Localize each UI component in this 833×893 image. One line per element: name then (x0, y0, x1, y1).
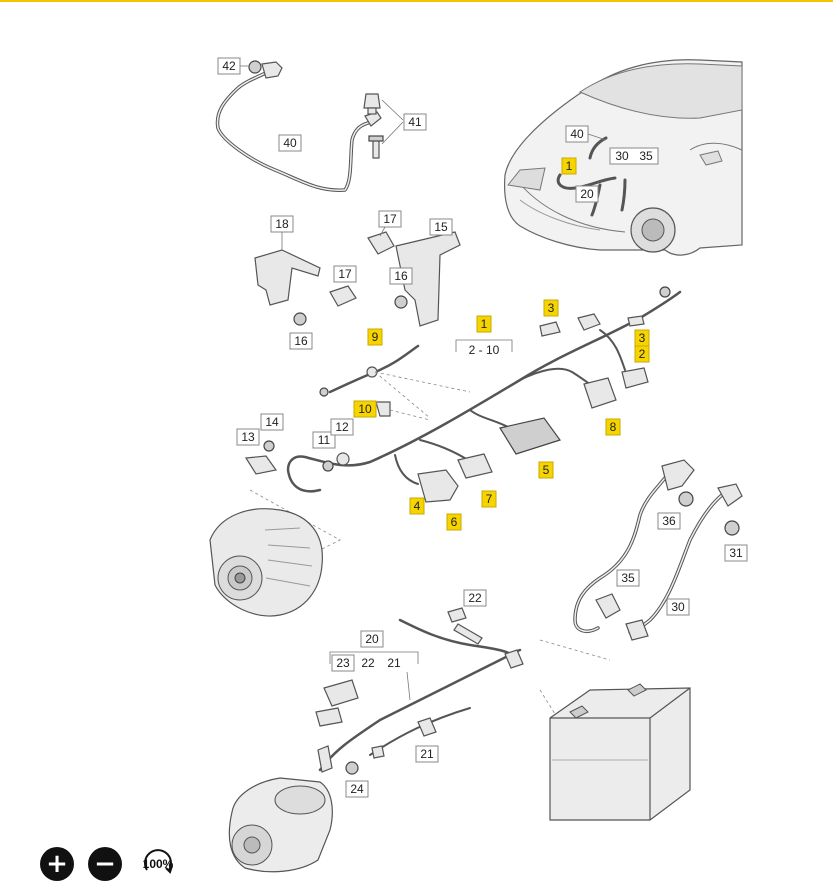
callout-6[interactable]: 6 (446, 513, 462, 531)
callout-16-lower[interactable]: 16 (289, 332, 313, 350)
svg-text:18: 18 (275, 217, 289, 231)
callout-12[interactable]: 12 (330, 418, 354, 436)
svg-text:16: 16 (294, 334, 308, 348)
callout-1-car[interactable]: 1 (561, 157, 577, 175)
callout-24[interactable]: 24 (345, 780, 369, 798)
callout-10[interactable]: 10 (353, 400, 377, 418)
callout-16[interactable]: 16 (389, 267, 413, 285)
svg-text:11: 11 (318, 433, 331, 447)
battery-cables (573, 459, 743, 641)
car-overview-illustration (503, 59, 743, 256)
callout-17[interactable]: 17 (378, 210, 402, 237)
ground-cable-assembly (215, 60, 384, 192)
callout-3[interactable]: 3 (543, 299, 559, 317)
callout-21[interactable]: 21 (415, 745, 439, 763)
svg-text:30: 30 (615, 149, 629, 163)
svg-text:40: 40 (570, 127, 584, 141)
svg-text:13: 13 (241, 430, 255, 444)
svg-text:6: 6 (451, 515, 458, 529)
bracket-parts (254, 231, 461, 327)
callout-17-lower[interactable]: 17 (333, 265, 357, 283)
svg-text:7: 7 (486, 492, 493, 506)
starter-motor-illustration (228, 777, 333, 873)
svg-text:3: 3 (548, 301, 555, 315)
svg-text:36: 36 (662, 514, 676, 528)
callout-30[interactable]: 30 (666, 598, 690, 616)
callout-1-harness[interactable]: 1 2 - 10 (455, 315, 513, 357)
svg-text:2: 2 (639, 347, 646, 361)
svg-text:15: 15 (434, 220, 448, 234)
callout-2[interactable]: 2 (634, 345, 650, 363)
callout-9[interactable]: 9 (367, 328, 383, 346)
svg-text:41: 41 (408, 115, 422, 129)
callout-23-22-21[interactable]: 23 22 21 (331, 654, 411, 701)
svg-text:8: 8 (610, 420, 617, 434)
svg-text:35: 35 (621, 571, 635, 585)
svg-text:21: 21 (387, 656, 401, 670)
alternator-illustration (209, 508, 323, 617)
callout-8[interactable]: 8 (605, 418, 621, 436)
svg-text:17: 17 (383, 212, 397, 226)
svg-text:24: 24 (350, 782, 364, 796)
top-accent-bar (0, 0, 833, 2)
zoom-in-button[interactable]: + (40, 847, 74, 881)
callout-36[interactable]: 36 (657, 512, 681, 530)
callout-20-car[interactable]: 20 (575, 185, 599, 203)
callout-40[interactable]: 40 (278, 134, 302, 152)
svg-text:31: 31 (729, 546, 743, 560)
svg-text:42: 42 (222, 59, 236, 73)
zoom-out-button[interactable]: − (88, 847, 122, 881)
callout-3-right[interactable]: 3 (634, 329, 650, 347)
minus-icon: − (94, 849, 116, 879)
callout-42[interactable]: 42 (217, 57, 250, 75)
svg-text:40: 40 (283, 136, 297, 150)
svg-text:22: 22 (468, 591, 482, 605)
svg-text:1: 1 (566, 159, 573, 173)
callout-13[interactable]: 13 (236, 428, 260, 446)
callout-30-35-car[interactable]: 30 35 (609, 147, 659, 165)
svg-text:10: 10 (358, 402, 372, 416)
callout-7[interactable]: 7 (481, 490, 497, 508)
callout-31[interactable]: 31 (724, 544, 748, 562)
svg-text:12: 12 (335, 420, 349, 434)
starter-harness (315, 607, 524, 775)
callout-40-car[interactable]: 40 (565, 125, 607, 143)
callout-14[interactable]: 14 (260, 413, 284, 431)
svg-text:16: 16 (394, 269, 408, 283)
svg-text:9: 9 (372, 330, 379, 344)
svg-text:1: 1 (481, 317, 488, 331)
svg-text:17: 17 (338, 267, 352, 281)
svg-text:22: 22 (361, 656, 375, 670)
zoom-controls: + − 100% (40, 846, 180, 882)
callout-11[interactable]: 11 (312, 431, 336, 449)
svg-text:20: 20 (365, 632, 379, 646)
callout-5[interactable]: 5 (538, 461, 554, 479)
zoom-reset-label: 100% (142, 857, 174, 871)
battery-illustration (549, 683, 691, 821)
svg-text:4: 4 (414, 499, 421, 513)
zoom-reset-button[interactable]: 100% (136, 847, 180, 881)
main-wiring-harness (244, 286, 682, 503)
svg-text:21: 21 (420, 747, 434, 761)
svg-text:30: 30 (671, 600, 685, 614)
svg-text:20: 20 (580, 187, 594, 201)
svg-text:5: 5 (543, 463, 550, 477)
svg-text:14: 14 (265, 415, 279, 429)
callout-41[interactable]: 41 (381, 99, 427, 145)
svg-text:35: 35 (639, 149, 653, 163)
svg-text:2 - 10: 2 - 10 (469, 343, 500, 357)
callout-35[interactable]: 35 (616, 569, 640, 587)
callout-18[interactable]: 18 (270, 215, 294, 250)
callout-15[interactable]: 15 (429, 218, 453, 236)
svg-text:3: 3 (639, 331, 646, 345)
callout-4[interactable]: 4 (409, 497, 425, 515)
callout-20[interactable]: 20 (329, 630, 419, 664)
reset-arrow-icon (144, 849, 173, 874)
callout-22[interactable]: 22 (463, 589, 487, 607)
plus-icon: + (46, 849, 68, 879)
svg-text:23: 23 (336, 656, 350, 670)
